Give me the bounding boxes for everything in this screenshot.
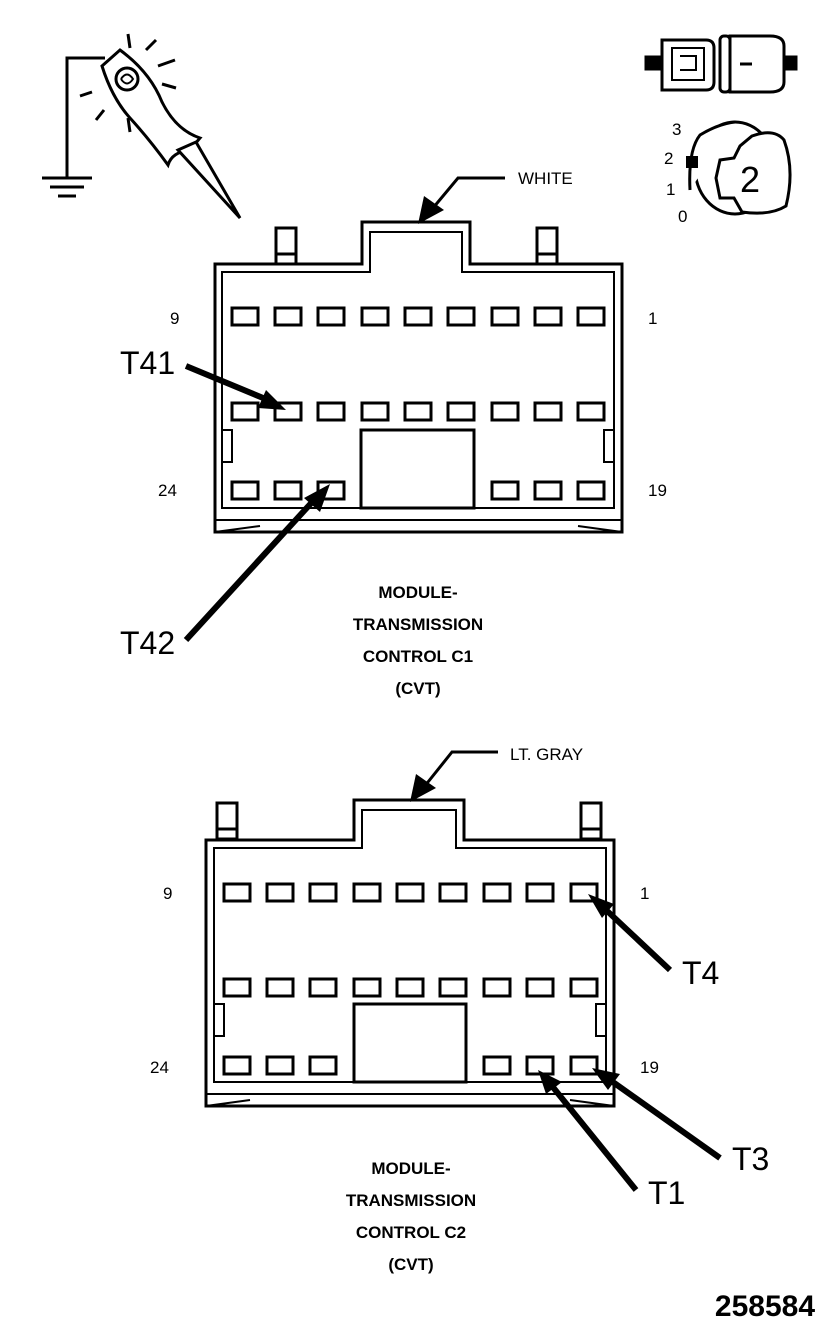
test-light-icon: [79, 33, 242, 220]
c2-cavity: [352, 977, 382, 998]
c1-pin-label-9: 9: [170, 309, 179, 328]
c2-pin-label-1: 1: [640, 884, 649, 903]
c1-cavity: [490, 401, 520, 422]
c1-cavity: [576, 480, 606, 501]
connector-c1: 9 1 24 19 WHITE T41 T42 MODULE- TRANSMIS…: [120, 169, 667, 698]
c2-cavity: [395, 882, 425, 903]
c1-cavity: [316, 401, 346, 422]
c2-cavity: [438, 977, 468, 998]
connector-c2: 9 1 24 19 LT. GRAY T4 T3 T1 MODULE- TRAN…: [150, 745, 769, 1274]
c2-cavity: [438, 882, 468, 903]
c1-pin-label-19: 19: [648, 481, 667, 500]
c2-cavities: [222, 882, 599, 1076]
c1-pin-label-1: 1: [648, 309, 657, 328]
c1-title-line-3: CONTROL C1: [363, 647, 473, 666]
c1-cavity: [316, 306, 346, 327]
c1-cavity: [360, 401, 390, 422]
callout-t41: T41: [120, 345, 175, 381]
c1-cavity: [446, 306, 476, 327]
c1-cavity: [273, 306, 303, 327]
c2-cavity: [308, 882, 338, 903]
c2-cavity: [352, 882, 382, 903]
c1-color-label: WHITE: [518, 169, 573, 188]
figure-number: 258584: [715, 1290, 815, 1323]
c2-pin-label-24: 24: [150, 1058, 169, 1077]
callout-t4: T4: [682, 955, 719, 991]
callout-t42: T42: [120, 625, 175, 661]
c2-title-line-3: CONTROL C2: [356, 1223, 466, 1242]
c2-cavity: [525, 977, 555, 998]
c2-cavity: [569, 1055, 599, 1076]
ground-symbol-icon: [42, 56, 105, 198]
c2-cavity: [265, 977, 295, 998]
c1-cavity: [490, 480, 520, 501]
c1-title-line-1: MODULE-: [378, 583, 457, 602]
c1-cavity: [533, 401, 563, 422]
c2-cavity: [308, 977, 338, 998]
key-position-2: 2: [664, 149, 673, 168]
c1-cavity: [403, 306, 433, 327]
c2-cavity: [525, 882, 555, 903]
key-number: 2: [740, 159, 760, 200]
c1-cavity: [533, 306, 563, 327]
c1-cavity: [446, 401, 476, 422]
c1-title-line-2: TRANSMISSION: [353, 615, 483, 634]
c1-cavity: [490, 306, 520, 327]
callout-t3: T3: [732, 1141, 769, 1177]
c1-cavity: [360, 306, 390, 327]
c2-cavity: [222, 977, 252, 998]
connector-disconnected-icon: [644, 34, 798, 94]
c2-cavity: [482, 882, 512, 903]
c2-cavity: [222, 1055, 252, 1076]
c1-title-line-4: (CVT): [395, 679, 440, 698]
c1-pin-label-24: 24: [158, 481, 177, 500]
c1-cavity: [273, 480, 303, 501]
c1-cavity: [403, 401, 433, 422]
c2-cavity: [482, 977, 512, 998]
key-position-0: 0: [678, 207, 687, 226]
c2-title-line-1: MODULE-: [371, 1159, 450, 1178]
key-position-3: 3: [672, 120, 681, 139]
c1-cavity: [230, 306, 260, 327]
c2-pin-label-19: 19: [640, 1058, 659, 1077]
c2-pin-label-9: 9: [163, 884, 172, 903]
c2-title-line-4: (CVT): [388, 1255, 433, 1274]
c1-cavity: [230, 401, 260, 422]
c1-cavity: [230, 480, 260, 501]
c2-cavity: [308, 1055, 338, 1076]
key-position-1: 1: [666, 180, 675, 199]
ignition-key-icon: 3 2 1 0 2: [664, 120, 792, 226]
c1-cavities: [230, 306, 606, 501]
c1-cavity: [576, 401, 606, 422]
c2-cavity: [482, 1055, 512, 1076]
c2-cavity: [395, 977, 425, 998]
c2-cavity: [265, 882, 295, 903]
callout-t1: T1: [648, 1175, 685, 1211]
c2-cavity: [569, 977, 599, 998]
c1-cavity: [576, 306, 606, 327]
c1-cavity: [533, 480, 563, 501]
c2-color-label: LT. GRAY: [510, 745, 583, 764]
c2-cavity: [222, 882, 252, 903]
c2-cavity: [265, 1055, 295, 1076]
c2-title-line-2: TRANSMISSION: [346, 1191, 476, 1210]
